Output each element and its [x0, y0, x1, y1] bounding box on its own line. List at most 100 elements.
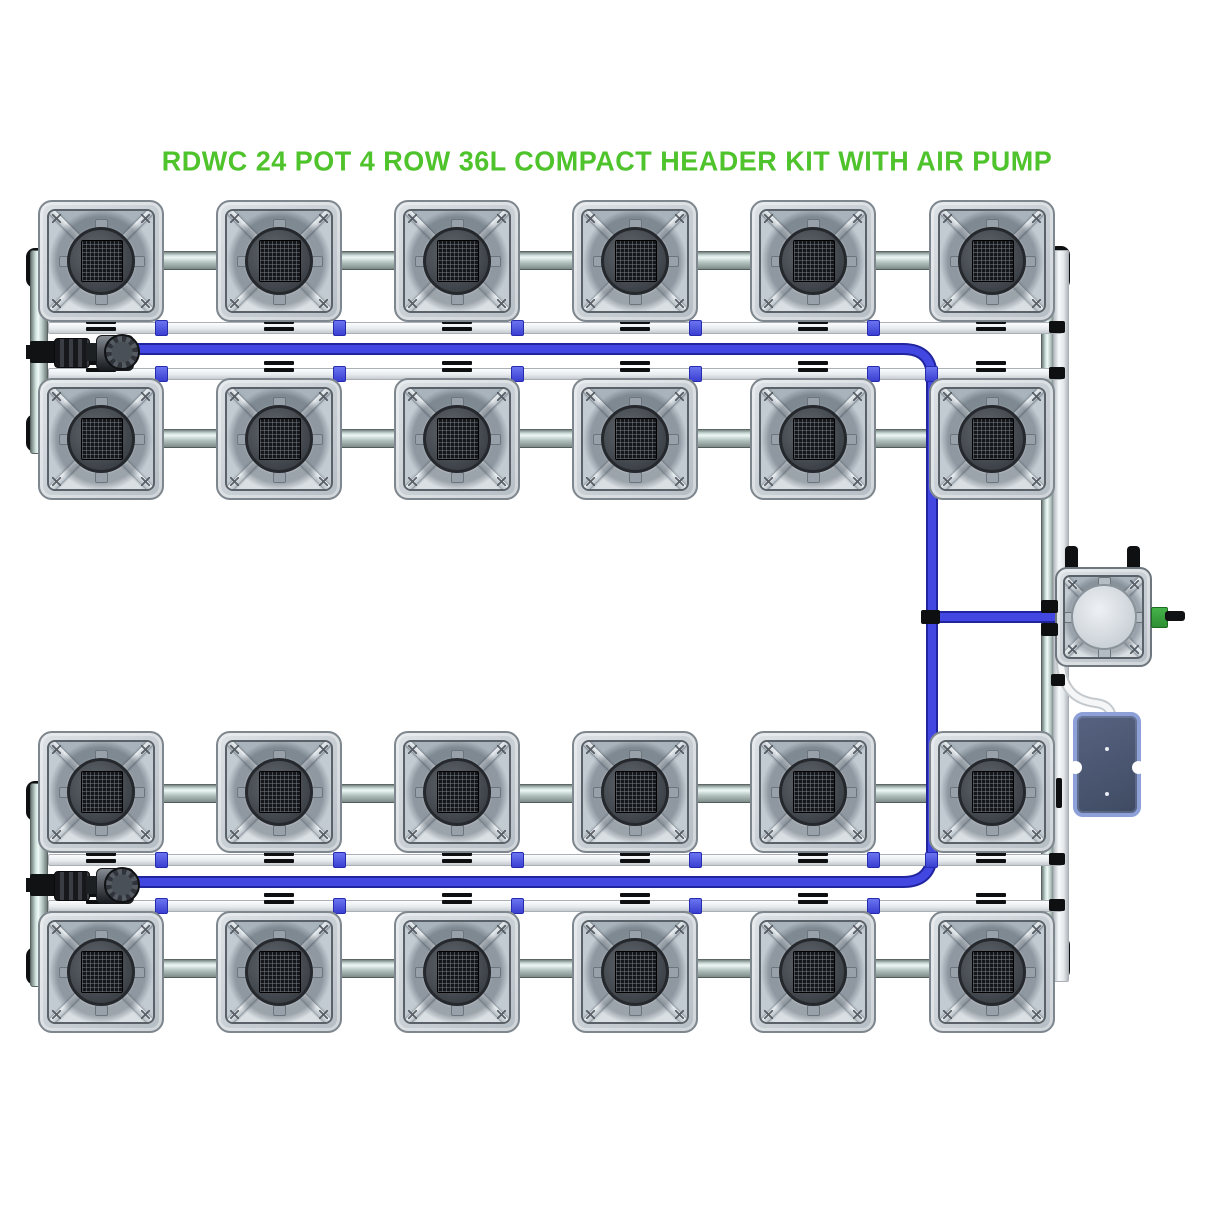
product-title: RDWC 24 POT 4 ROW 36L COMPACT HEADER KIT…: [161, 145, 1053, 177]
header-tank-cap: [1070, 584, 1137, 650]
corner-screw-icon: [675, 830, 684, 839]
pot-clip: [86, 859, 116, 863]
corner-screw-icon: [52, 830, 61, 839]
corner-screw-icon: [497, 925, 506, 934]
corner-screw-icon: [497, 1010, 506, 1019]
corner-screw-icon: [52, 392, 61, 401]
pot-lid-face: [47, 209, 155, 313]
net-pot-mesh: [972, 418, 1014, 460]
net-pot-lid: [423, 227, 491, 295]
pump-impeller-face: [104, 334, 140, 370]
under-row-pipe: [48, 368, 1062, 380]
corner-screw-icon: [408, 1010, 417, 1019]
corner-screw-icon: [52, 745, 61, 754]
air-pump-screw: [1105, 747, 1109, 751]
pot-lid-face: [403, 740, 511, 844]
pot-clip: [264, 361, 294, 365]
pipe-connector-blue: [333, 852, 346, 868]
corner-screw-icon: [141, 299, 150, 308]
pump-fitting: [30, 874, 56, 896]
pot-clip: [86, 327, 116, 331]
corner-screw-icon: [1032, 299, 1041, 308]
pot-clip: [620, 361, 650, 365]
pot-lid-face: [581, 740, 689, 844]
pot: [572, 200, 698, 322]
pipe-connector-blue: [511, 898, 524, 914]
pot-clip: [620, 859, 650, 863]
air-pump-screw: [1105, 792, 1109, 796]
pipe-end-clip: [1049, 367, 1065, 379]
pot-clip: [442, 900, 472, 904]
pot-clip: [798, 859, 828, 863]
pot-clip: [264, 900, 294, 904]
pot-lid-face: [47, 740, 155, 844]
net-pot-mesh: [437, 951, 479, 993]
pump-valve: [54, 871, 90, 901]
corner-screw-icon: [497, 214, 506, 223]
net-pot-lid: [779, 758, 847, 826]
corner-screw-icon: [586, 745, 595, 754]
corner-screw-icon: [764, 299, 773, 308]
net-pot-lid: [245, 758, 313, 826]
corner-screw-icon: [943, 214, 952, 223]
pot-clip: [976, 852, 1006, 856]
pipe-connector-blue: [925, 366, 938, 382]
valve-handle: [1165, 611, 1185, 621]
header-tank: [1055, 546, 1185, 667]
lid-tab: [273, 825, 286, 836]
corner-screw-icon: [675, 925, 684, 934]
corner-screw-icon: [853, 745, 862, 754]
lid-tab: [986, 825, 999, 836]
pot: [750, 911, 876, 1033]
pipe-connector-blue: [925, 852, 938, 868]
corner-screw-icon: [1032, 925, 1041, 934]
lid-tab: [451, 825, 464, 836]
net-pot-mesh: [259, 240, 301, 282]
corner-screw-icon: [586, 477, 595, 486]
header-tank-port: [1065, 546, 1078, 572]
pot-lid-face: [581, 920, 689, 1024]
pipe-connector-blue: [155, 852, 168, 868]
corner-screw-icon: [230, 745, 239, 754]
under-row-pipe: [48, 900, 1062, 912]
pipe-end-clip: [1049, 853, 1065, 865]
corner-screw-icon: [230, 392, 239, 401]
corner-screw-icon: [230, 830, 239, 839]
pipe-clip: [1041, 600, 1058, 613]
net-pot-lid: [423, 405, 491, 473]
corner-screw-icon: [141, 925, 150, 934]
net-pot-lid: [958, 227, 1026, 295]
pot: [38, 378, 164, 500]
corner-screw-icon: [141, 1010, 150, 1019]
net-pot-lid: [245, 227, 313, 295]
pot: [38, 731, 164, 853]
air-pump-notch: [1069, 761, 1082, 774]
pot: [929, 378, 1055, 500]
net-pot-mesh: [972, 240, 1014, 282]
pot: [929, 731, 1055, 853]
corner-screw-icon: [764, 745, 773, 754]
pot: [216, 731, 342, 853]
lid-tab: [986, 1005, 999, 1016]
corner-screw-icon: [141, 745, 150, 754]
pot-clip: [620, 893, 650, 897]
net-pot-lid: [245, 405, 313, 473]
pot: [572, 911, 698, 1033]
water-pump: [26, 331, 140, 373]
pipe-connector-blue: [511, 320, 524, 336]
pot-lid-face: [581, 387, 689, 491]
header-tank-lid: [1063, 575, 1144, 659]
pot-lid-face: [759, 209, 867, 313]
pot: [394, 200, 520, 322]
net-pot-lid: [601, 227, 669, 295]
corner-screw-icon: [764, 214, 773, 223]
net-pot-mesh: [259, 418, 301, 460]
pot-clip: [620, 327, 650, 331]
pot: [750, 731, 876, 853]
net-pot-mesh: [81, 418, 123, 460]
corner-screw-icon: [52, 299, 61, 308]
pot-lid-face: [225, 740, 333, 844]
pot-clip: [442, 852, 472, 856]
pipe-connector-blue: [333, 320, 346, 336]
